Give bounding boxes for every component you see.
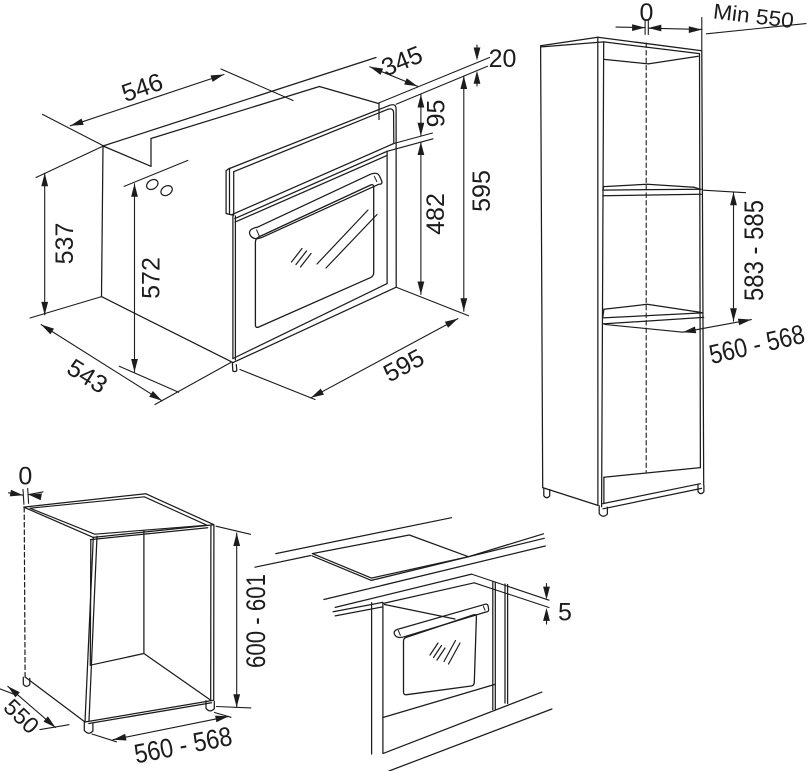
- svg-text:537: 537: [51, 223, 79, 265]
- svg-text:600 - 601: 600 - 601: [241, 574, 271, 668]
- svg-text:0: 0: [640, 0, 654, 27]
- svg-text:95: 95: [423, 100, 451, 128]
- svg-text:572: 572: [138, 257, 166, 299]
- svg-text:5: 5: [558, 599, 572, 627]
- svg-text:0: 0: [18, 462, 32, 490]
- svg-text:482: 482: [422, 193, 450, 235]
- svg-text:595: 595: [468, 170, 496, 212]
- svg-text:20: 20: [489, 45, 517, 73]
- svg-text:583 - 585: 583 - 585: [739, 200, 769, 301]
